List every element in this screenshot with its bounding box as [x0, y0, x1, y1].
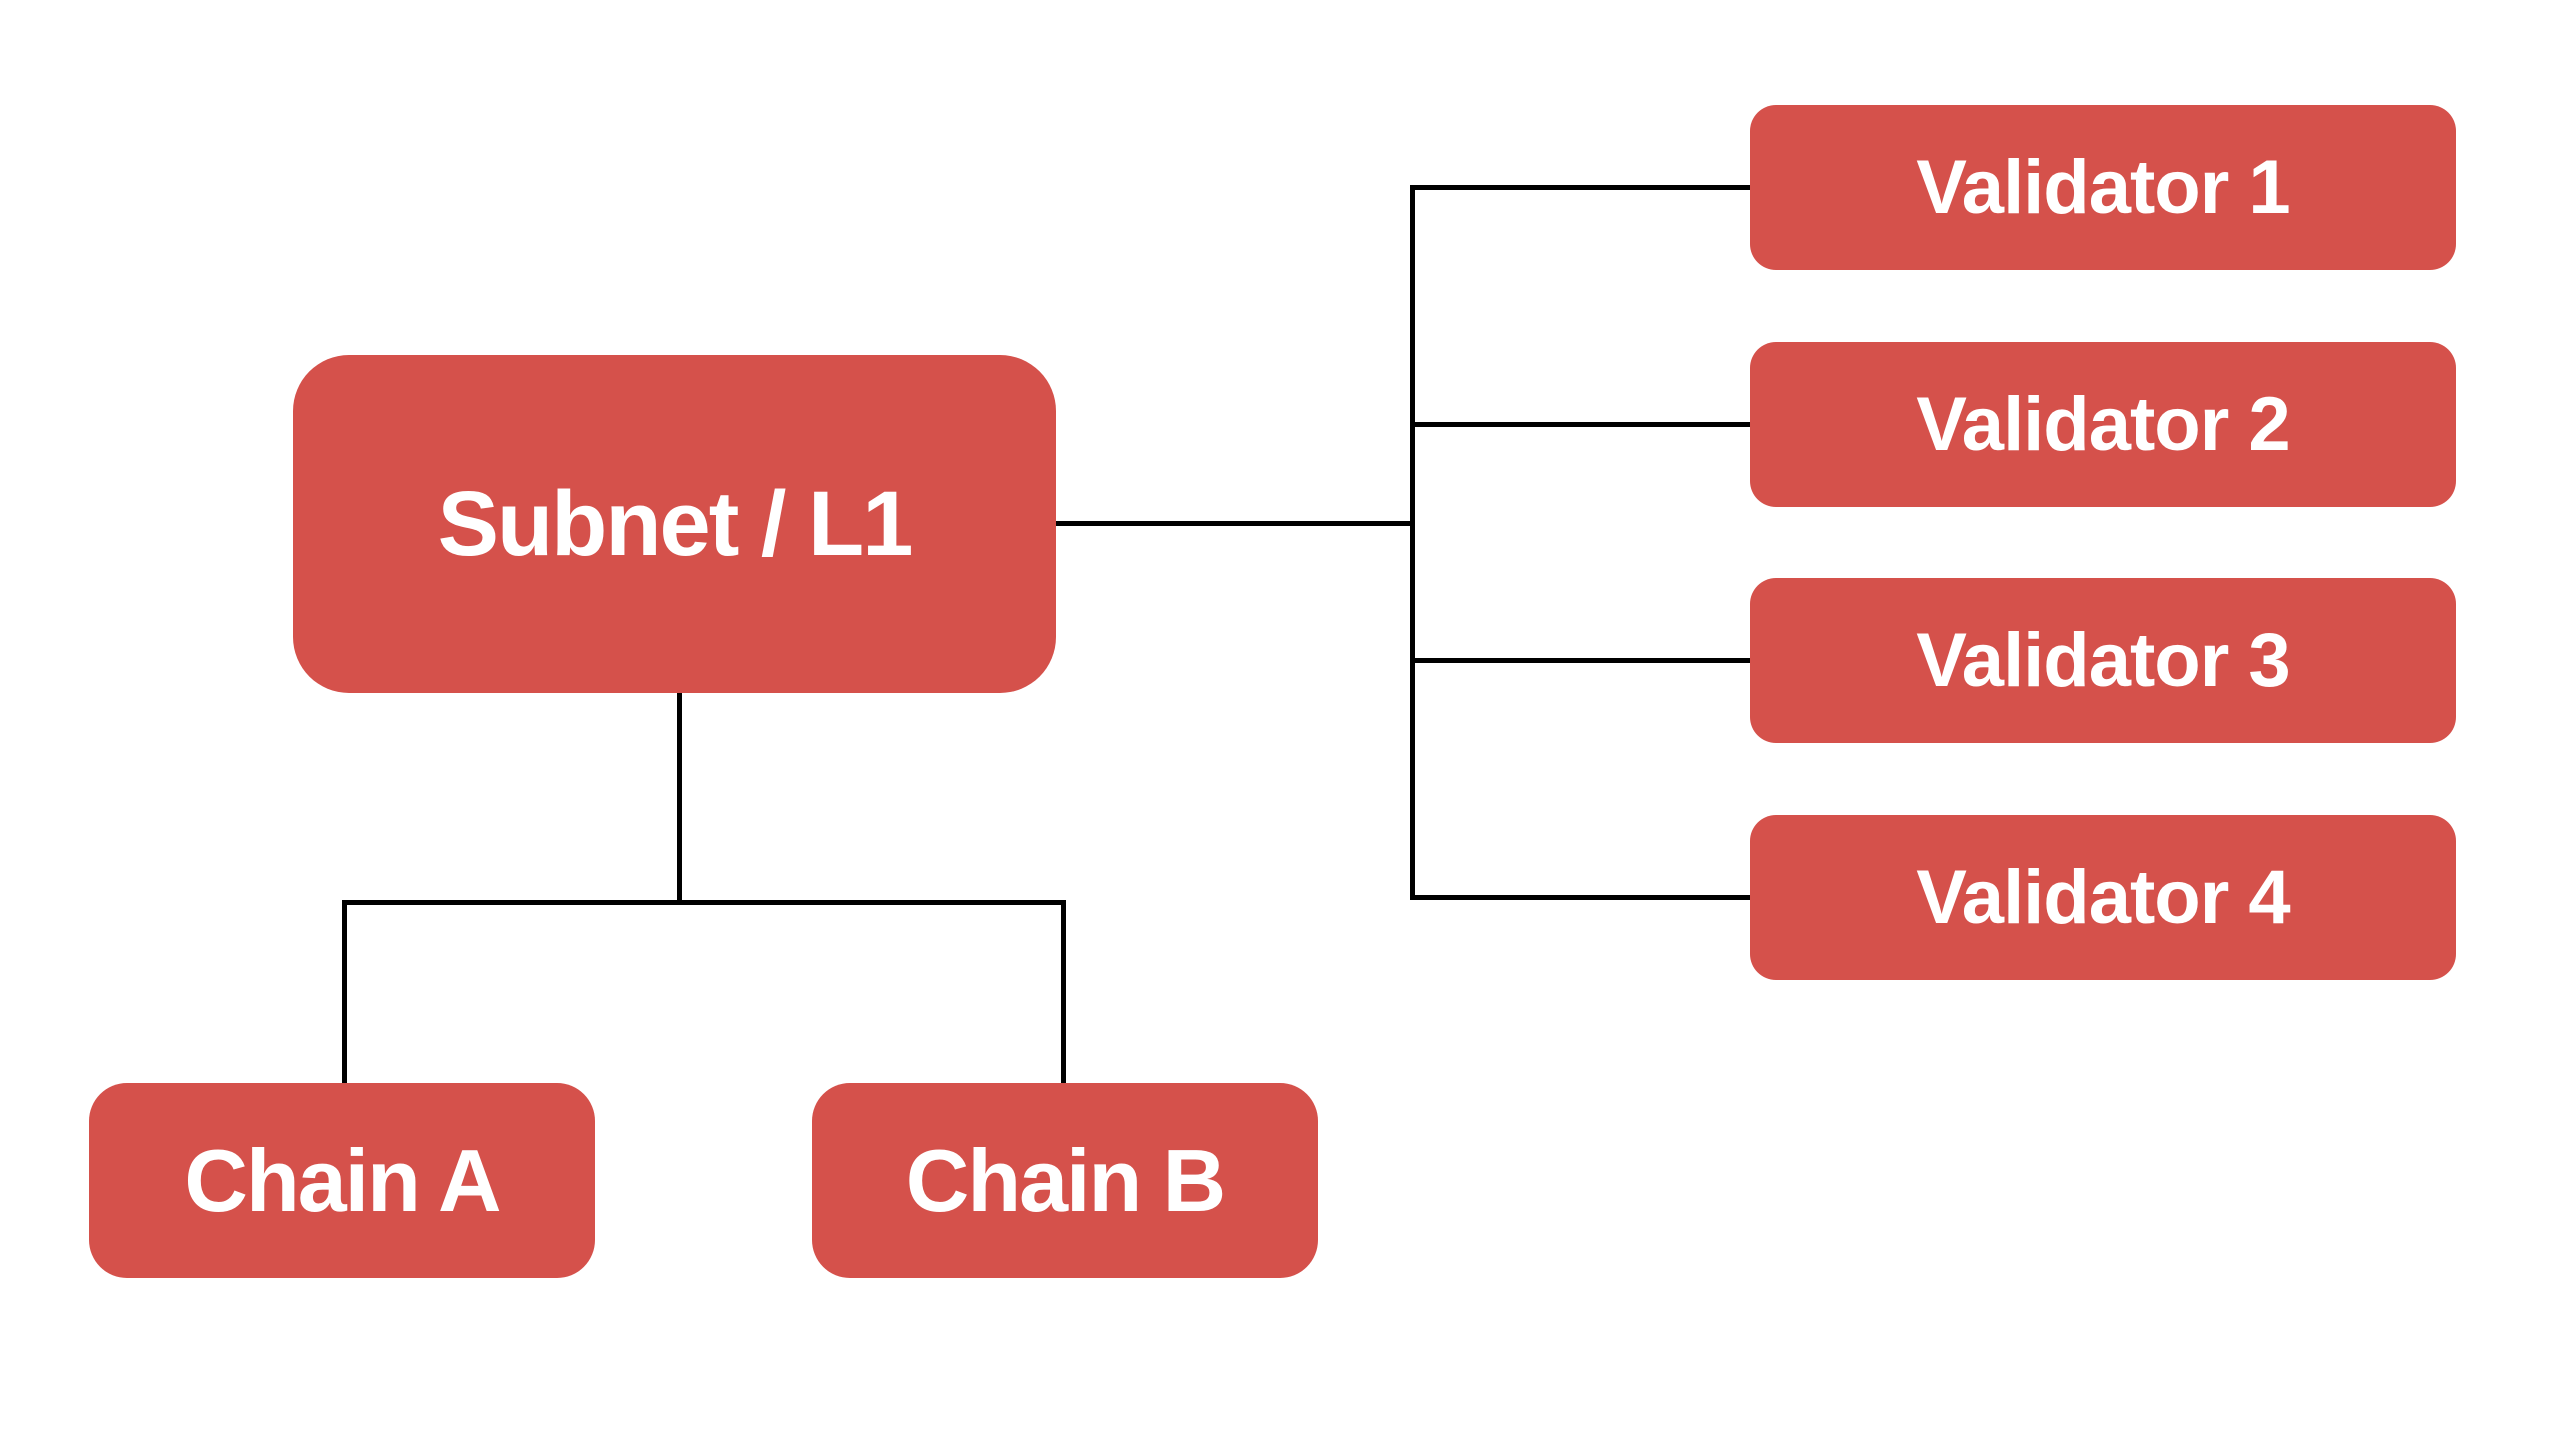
- edge-bus-to-chain-a: [342, 900, 347, 1088]
- edge-subnet-to-trunk: [1046, 521, 1415, 526]
- edge-trunk-to-validator-3: [1410, 658, 1750, 663]
- edge-subnet-to-chains-bus: [677, 688, 682, 905]
- node-validator-3-label: Validator 3: [1916, 618, 2290, 703]
- node-validator-2: Validator 2: [1750, 342, 2456, 507]
- node-chain-b: Chain B: [812, 1083, 1318, 1278]
- node-validator-1-label: Validator 1: [1916, 145, 2290, 230]
- node-validator-2-label: Validator 2: [1916, 382, 2290, 467]
- node-validator-1: Validator 1: [1750, 105, 2456, 270]
- node-chain-a-label: Chain A: [184, 1130, 501, 1230]
- node-subnet-l1: Subnet / L1: [293, 355, 1056, 693]
- edge-trunk-to-validator-2: [1410, 422, 1750, 427]
- edge-bus-to-chain-b: [1061, 900, 1066, 1088]
- node-validator-3: Validator 3: [1750, 578, 2456, 743]
- edge-validator-trunk: [1410, 185, 1415, 900]
- node-validator-4-label: Validator 4: [1916, 855, 2290, 940]
- edge-trunk-to-validator-4: [1410, 895, 1750, 900]
- node-chain-b-label: Chain B: [905, 1130, 1226, 1230]
- node-subnet-l1-label: Subnet / L1: [437, 472, 914, 575]
- edge-trunk-to-validator-1: [1410, 185, 1750, 190]
- edge-chains-bus: [342, 900, 1066, 905]
- node-chain-a: Chain A: [89, 1083, 595, 1278]
- node-validator-4: Validator 4: [1750, 815, 2456, 980]
